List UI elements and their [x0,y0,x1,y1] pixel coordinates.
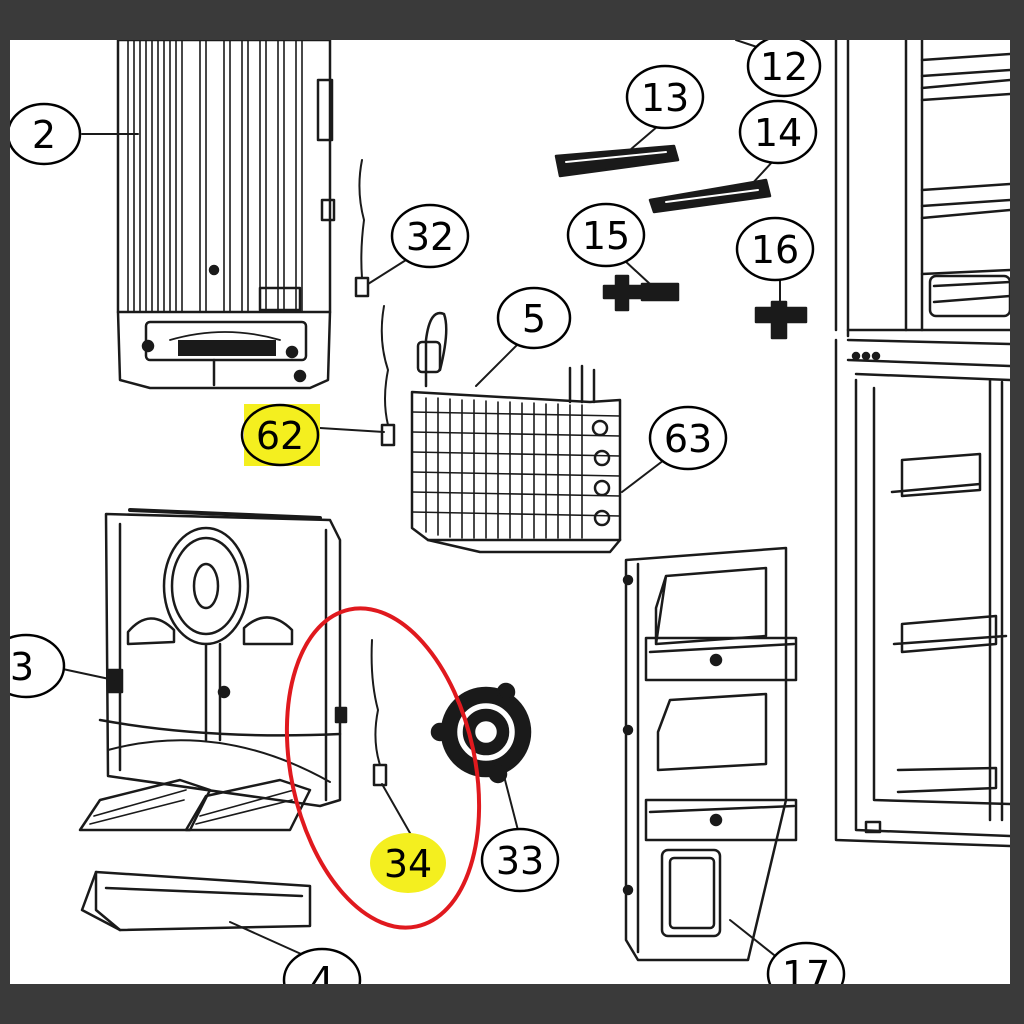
svg-text:63: 63 [664,417,712,461]
callout-33: 33 [480,827,560,893]
svg-text:4: 4 [310,959,334,984]
svg-text:3: 3 [10,645,34,689]
leader-lines [57,40,799,975]
svg-text:62: 62 [256,414,304,458]
part-13-strip [554,144,680,178]
callouts: 2 12 13 14 15 16 32 5 [10,40,846,984]
callout-62: 62 [240,403,320,467]
part-15-component [602,274,680,312]
red-circle-mark [284,606,482,930]
callout-3: 3 [10,633,66,699]
callout-32: 32 [390,203,470,269]
svg-text:16: 16 [751,228,799,272]
svg-text:33: 33 [496,839,544,883]
part-4-tray [80,870,312,932]
part-2-back-panel [116,40,336,390]
callout-13: 13 [625,64,705,130]
callout-15: 15 [566,202,646,268]
svg-text:14: 14 [754,111,802,155]
part-16-component [754,300,808,340]
callout-16: 16 [735,216,815,282]
callout-4: 4 [282,947,362,984]
part-34-sensor [370,639,388,787]
part-5-evaporator [410,311,622,554]
callout-63: 63 [648,405,728,471]
part-33-fan [430,682,532,784]
callout-12: 12 [746,40,822,98]
part-cabinet-right [834,40,1010,848]
svg-text:17: 17 [782,953,830,984]
exploded-parts-diagram: 2 12 13 14 15 16 32 5 [10,40,1010,984]
part-32-sensor [354,159,370,298]
part-62-sensor [380,305,396,447]
part-14-strip [648,178,772,214]
svg-text:12: 12 [760,45,808,89]
svg-text:32: 32 [406,215,454,259]
callout-2: 2 [10,102,82,166]
diagram-frame: 2 12 13 14 15 16 32 5 [10,40,1010,984]
part-3-rear-panel [78,508,348,832]
part-17-door-liner [622,546,798,962]
svg-text:5: 5 [522,297,546,341]
callout-17: 17 [766,941,846,984]
svg-text:34: 34 [384,842,432,886]
callout-34: 34 [370,833,446,893]
svg-text:15: 15 [582,214,630,258]
callout-5: 5 [496,286,572,350]
svg-text:2: 2 [32,113,56,157]
callout-14: 14 [738,99,818,165]
svg-text:13: 13 [641,76,689,120]
